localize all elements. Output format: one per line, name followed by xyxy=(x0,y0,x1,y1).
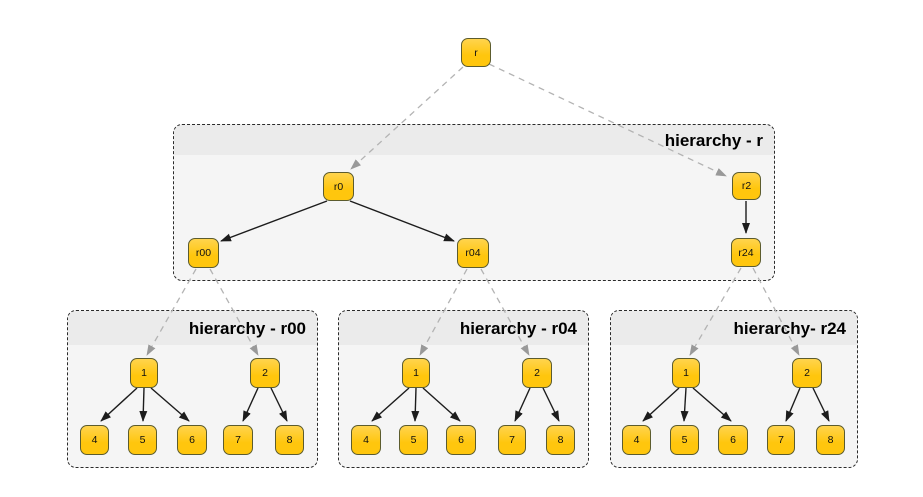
node-r04-1[interactable]: 1 xyxy=(402,358,430,388)
node-r00-1[interactable]: 1 xyxy=(130,358,158,388)
node-r04-8[interactable]: 8 xyxy=(546,425,575,455)
node-r04-5[interactable]: 5 xyxy=(399,425,428,455)
node-r0[interactable]: r0 xyxy=(323,172,354,201)
container-title: hierarchy - r00 xyxy=(188,319,306,338)
node-r00-8[interactable]: 8 xyxy=(275,425,304,455)
node-r[interactable]: r xyxy=(461,38,491,67)
node-r00-6[interactable]: 6 xyxy=(177,425,207,455)
node-r24-2[interactable]: 2 xyxy=(792,358,822,388)
node-r24-4[interactable]: 4 xyxy=(622,425,651,455)
container-title: hierarchy - r xyxy=(664,131,763,150)
node-r24[interactable]: r24 xyxy=(731,238,761,267)
node-r04-6[interactable]: 6 xyxy=(446,425,476,455)
node-r24-6[interactable]: 6 xyxy=(718,425,748,455)
node-r00-5[interactable]: 5 xyxy=(128,425,157,455)
node-r00-7[interactable]: 7 xyxy=(223,425,253,455)
node-r24-8[interactable]: 8 xyxy=(816,425,845,455)
node-r00[interactable]: r00 xyxy=(188,238,219,268)
container-title: hierarchy- r24 xyxy=(733,319,846,338)
node-r00-4[interactable]: 4 xyxy=(80,425,109,455)
node-r04-2[interactable]: 2 xyxy=(522,358,552,388)
node-r00-2[interactable]: 2 xyxy=(250,358,280,388)
node-r04-4[interactable]: 4 xyxy=(351,425,381,455)
node-r24-1[interactable]: 1 xyxy=(672,358,700,388)
node-r24-7[interactable]: 7 xyxy=(767,425,795,455)
node-r04[interactable]: r04 xyxy=(457,238,489,268)
node-r24-5[interactable]: 5 xyxy=(670,425,699,455)
node-r2[interactable]: r2 xyxy=(732,172,761,200)
node-r04-7[interactable]: 7 xyxy=(498,425,526,455)
container-title: hierarchy - r04 xyxy=(459,319,577,338)
